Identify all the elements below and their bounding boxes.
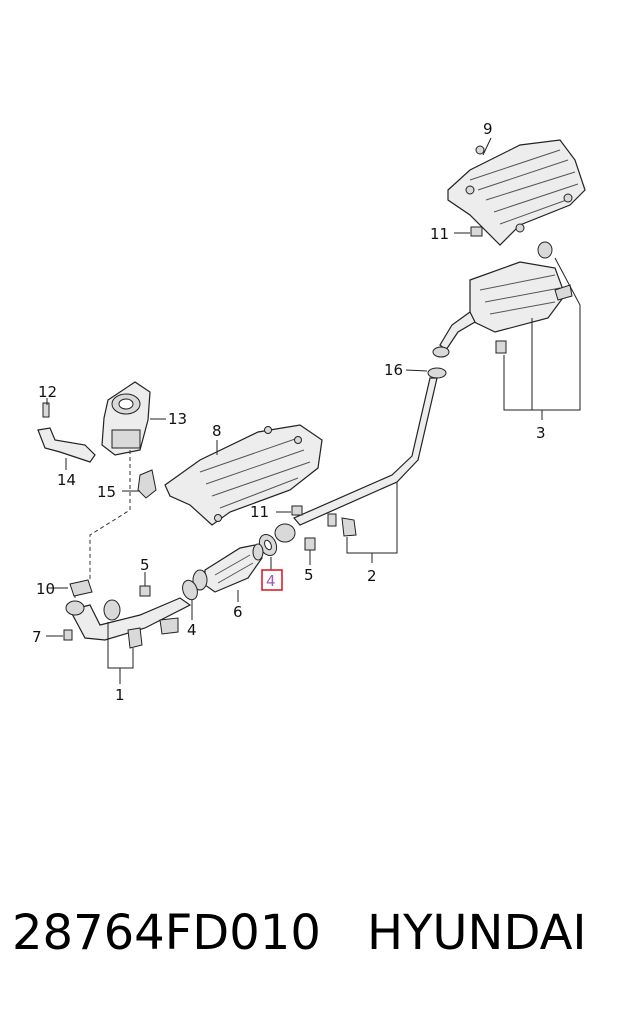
exhaust-manifold (101, 381, 151, 456)
callout-label-11: 11 (430, 225, 449, 243)
front-exhaust-pipe (65, 597, 192, 649)
highlight-box (261, 569, 283, 591)
callout-label-15: 15 (97, 483, 116, 501)
callout-label-14: 14 (57, 471, 76, 489)
brand-name: HYUNDAI (367, 905, 587, 961)
clamp (427, 367, 447, 379)
rear-muffler (432, 241, 573, 358)
gasket (137, 469, 157, 499)
callout-label-7: 7 (32, 628, 42, 646)
nut (291, 505, 303, 516)
center-muffler-pipe (274, 377, 438, 543)
callout-label-10: 9 (483, 120, 493, 138)
catalytic-converter (192, 543, 264, 593)
bolt (63, 629, 73, 641)
callout-label-3: 3 (536, 424, 546, 442)
callout-label-12: 12 (38, 383, 57, 401)
callout-label-13: 13 (168, 410, 187, 428)
callout-label-5: 5 (304, 566, 314, 584)
footer: 28764FD010 HYUNDAI (0, 905, 620, 975)
nut (304, 537, 316, 551)
callout-label-1: 1 (115, 686, 125, 704)
bolt (42, 402, 50, 418)
rear-heat-shield (447, 139, 586, 246)
callout-label-9: 8 (212, 422, 222, 440)
callout-label-5: 5 (140, 556, 150, 574)
nut (470, 226, 483, 237)
callout-label-8: 10 (36, 580, 55, 598)
callout-label-4-highlighted: 4 (266, 572, 276, 590)
gasket (69, 579, 93, 597)
callout-label-16: 16 (384, 361, 403, 379)
part-number: 28764FD010 (12, 905, 321, 961)
front-heat-shield (164, 424, 323, 526)
bracket (37, 427, 96, 463)
nut (139, 585, 151, 597)
gasket (182, 579, 198, 601)
gasket-highlighted-part (258, 533, 278, 557)
callout-label-2: 2 (367, 567, 377, 585)
callout-label-6: 6 (233, 603, 243, 621)
callout-label-4: 4 (187, 621, 197, 639)
callout-label-11: 11 (250, 503, 269, 521)
